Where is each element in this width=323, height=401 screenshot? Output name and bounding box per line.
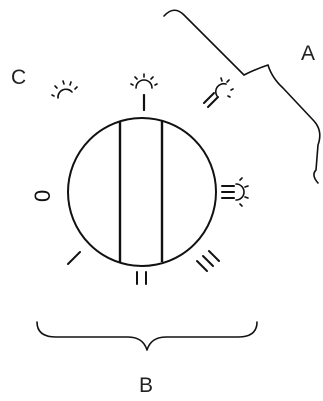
bulb-icon-top (130, 73, 158, 112)
bulb-icon-upper-right (203, 77, 234, 108)
bulb-icon-upper-left (51, 80, 78, 99)
label-a: A (301, 42, 315, 65)
brace-b (36, 321, 258, 351)
position-zero-label: 0 (30, 190, 55, 202)
label-c: C (11, 66, 26, 89)
rotary-knob-icon (67, 117, 217, 267)
brace-a (163, 9, 321, 184)
position-one-mark (67, 251, 81, 265)
bulb-icon-right (221, 177, 249, 207)
position-three-mark (196, 250, 220, 272)
position-two-mark (136, 271, 147, 285)
label-b: B (139, 374, 153, 397)
